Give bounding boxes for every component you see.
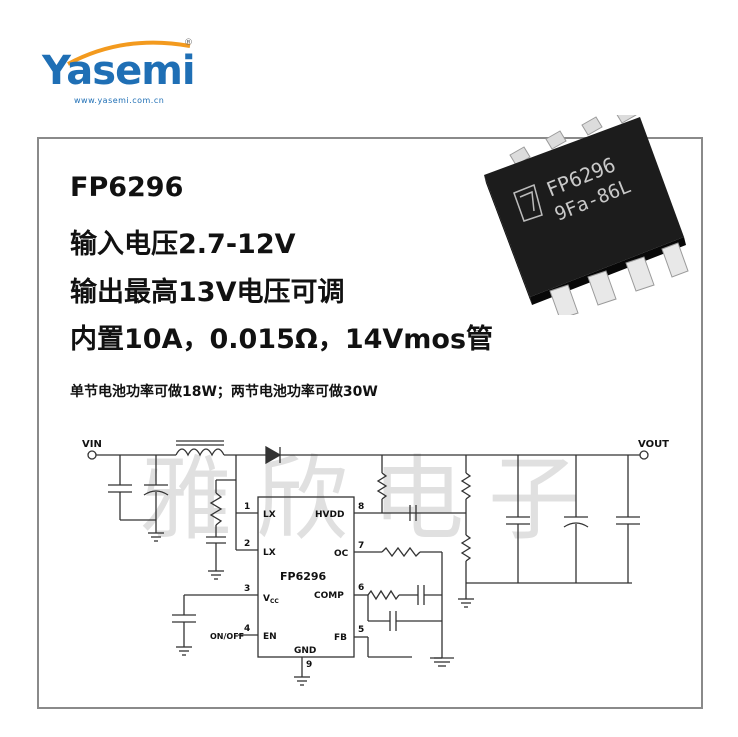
logo-brand-text: Yasemi [42,48,196,94]
ic-body [257,496,355,658]
vin-terminal [87,450,97,460]
diode-symbol [265,445,282,465]
watermark-text: 雅欣电子 [140,446,605,553]
pin-label-comp: COMP [314,591,344,601]
logo-registered-mark: ® [184,38,193,48]
pin-number-5: 5 [358,625,364,635]
pin-number-7: 7 [358,541,364,551]
logo-swoosh-icon [67,40,191,66]
ic-name-label: FP6296 [280,570,327,583]
pin-label-vcc: V [263,594,270,604]
spec-part-number: FP6296 [70,172,184,203]
vin-label: VIN [82,439,102,450]
pin-label-fb: FB [334,633,347,643]
pin-number-1: 1 [244,502,250,512]
pin-number-2: 2 [244,539,250,549]
spec-mosfet: 内置10A，0.015Ω，14Vmos管 [70,324,494,355]
logo-url: www.yasemi.com.cn [74,96,165,105]
power-capability-note: 单节电池功率可做18W；两节电池功率可做30W [70,384,378,400]
spec-output-voltage: 输出最高13V电压可调 [70,277,345,308]
pin-label-lx-2: LX [263,548,276,558]
vout-label: VOUT [638,439,669,450]
brand-logo: ® Yasemi www.yasemi.com.cn [36,38,206,108]
pin-number-8: 8 [358,502,364,512]
pin-number-9: 9 [306,660,312,670]
pin-label-vcc-subscript: CC [270,598,279,605]
pin-number-3: 3 [244,584,250,594]
spec-input-voltage: 输入电压2.7-12V [70,229,296,260]
pin-label-oc: OC [334,549,349,559]
pin-label-en: EN [263,632,277,642]
chip-package-image: FP6296 9Fa-86L [484,115,689,315]
pin-label-lx-1: LX [263,510,276,520]
pin-number-4: 4 [244,624,250,634]
pin-number-6: 6 [358,583,364,593]
application-circuit-diagram: VIN FP6296 1 LX 2 LX 3 V CC [82,439,669,686]
vout-terminal [639,450,649,460]
onoff-label: ON/OFF [210,632,244,641]
pin-label-gnd: GND [294,646,316,656]
pin-label-hvdd: HVDD [315,510,344,520]
content-frame [37,137,703,709]
inductor-symbol [175,448,225,457]
